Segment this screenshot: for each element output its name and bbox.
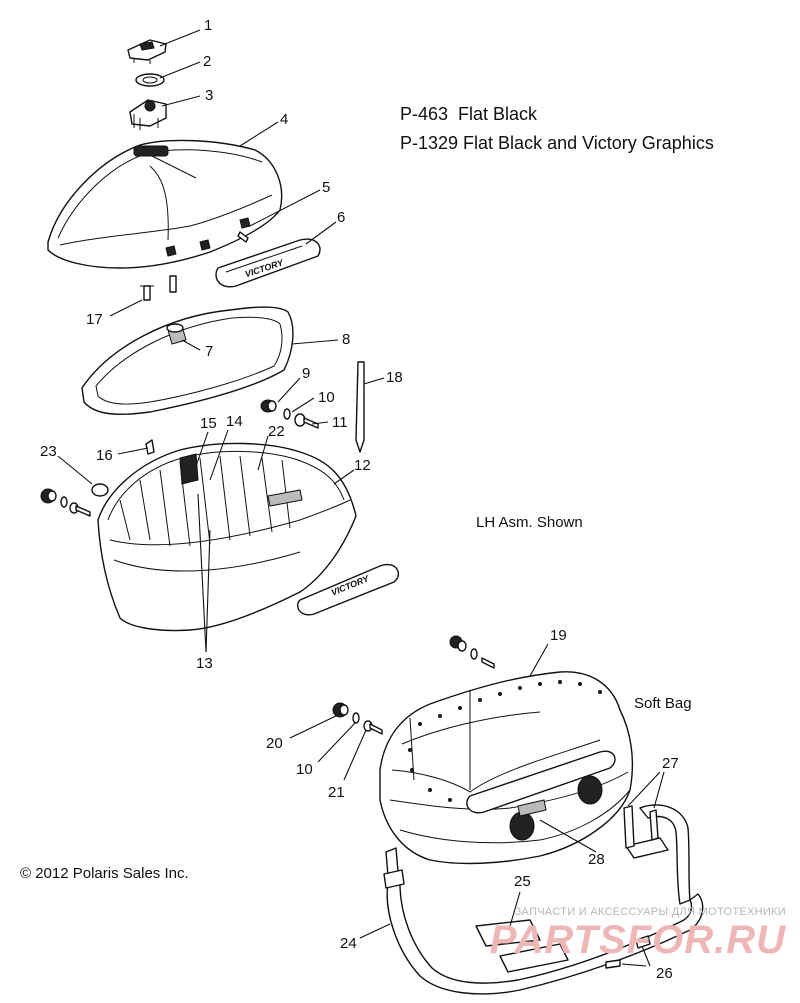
callout-20: 20: [266, 735, 283, 752]
part-bolt-17: [140, 285, 154, 301]
part-badge-trim: VICTORY: [215, 238, 321, 288]
part-bolt-11: [294, 413, 319, 429]
callout-22: 22: [268, 423, 285, 440]
callout-4: 4: [280, 111, 288, 128]
callout-25: 25: [514, 873, 531, 890]
part-fastener-softbag-left: [332, 702, 383, 735]
part-washer-10: [283, 408, 291, 420]
part-guard-rail: [383, 804, 704, 995]
rivets: [408, 680, 602, 802]
part-latch-cover: [127, 39, 167, 64]
callout-21: 21: [328, 784, 345, 801]
callout-15: 15: [200, 415, 217, 432]
callout-3: 3: [205, 87, 213, 104]
part-bolt-lid: [169, 275, 177, 293]
part-soft-bag: [379, 671, 634, 865]
callout-19: 19: [550, 627, 567, 644]
part-bracket-25: [475, 919, 569, 973]
copyright-text: © 2012 Polaris Sales Inc.: [20, 865, 189, 882]
callout-14: 14: [226, 413, 243, 430]
callout-2: 2: [203, 53, 211, 70]
part-bolts-26: [605, 935, 651, 969]
leader-lines: [57, 29, 665, 967]
part-bumper-7: [166, 323, 187, 345]
part-pad-23: [91, 483, 109, 497]
part-fastener-left: [40, 488, 91, 517]
callouts: 1 2 3 4 5 6 7 8 9 10 11 12 13 14 15 16 1…: [40, 17, 679, 982]
part-clip-16: [145, 439, 155, 455]
callout-10: 10: [318, 389, 335, 406]
part-strap: [355, 361, 365, 453]
part-gasket: [81, 306, 294, 415]
watermark-tagline: ЗАПЧАСТИ И АКСЕССУАРЫ ДЛЯ МОТОТЕХНИКИ: [514, 906, 786, 918]
callout-17: 17: [86, 311, 103, 328]
part-saddlebag-body: [97, 442, 357, 632]
part-screw-5: [237, 231, 249, 243]
callout-1: 1: [204, 17, 212, 34]
callout-16: 16: [96, 447, 113, 464]
callout-24: 24: [340, 935, 357, 952]
part-washer-ring: [135, 73, 165, 87]
callout-23: 23: [40, 443, 57, 460]
callout-12: 12: [354, 457, 371, 474]
part-latch-mechanism: [129, 99, 167, 130]
callout-11: 11: [332, 414, 348, 431]
callout-5: 5: [322, 179, 330, 196]
callout-18: 18: [386, 369, 403, 386]
part-number-note-2: P-1329 Flat Black and Victory Graphics: [400, 133, 714, 153]
assembly-note: LH Asm. Shown: [476, 514, 583, 531]
callout-8: 8: [342, 331, 350, 348]
soft-bag-label: Soft Bag: [634, 695, 692, 712]
part-number-note-1: P-463 Flat Black: [400, 104, 538, 124]
callout-27: 27: [662, 755, 679, 772]
callout-10b: 10: [296, 761, 313, 778]
callout-7: 7: [205, 343, 213, 360]
part-grommet-9: [260, 399, 277, 413]
part-fastener-softbag-top: [449, 635, 495, 669]
callout-28: 28: [588, 851, 605, 868]
callout-26: 26: [656, 965, 673, 982]
callout-9: 9: [302, 365, 310, 382]
part-lid: [47, 139, 283, 269]
part-bracket-27: [623, 805, 669, 859]
diagram-notes: P-463 Flat Black P-1329 Flat Black and V…: [20, 104, 714, 882]
callout-13: 13: [196, 655, 213, 672]
watermark-logo: PARTSFOR.RU: [489, 918, 786, 962]
callout-6: 6: [337, 209, 345, 226]
